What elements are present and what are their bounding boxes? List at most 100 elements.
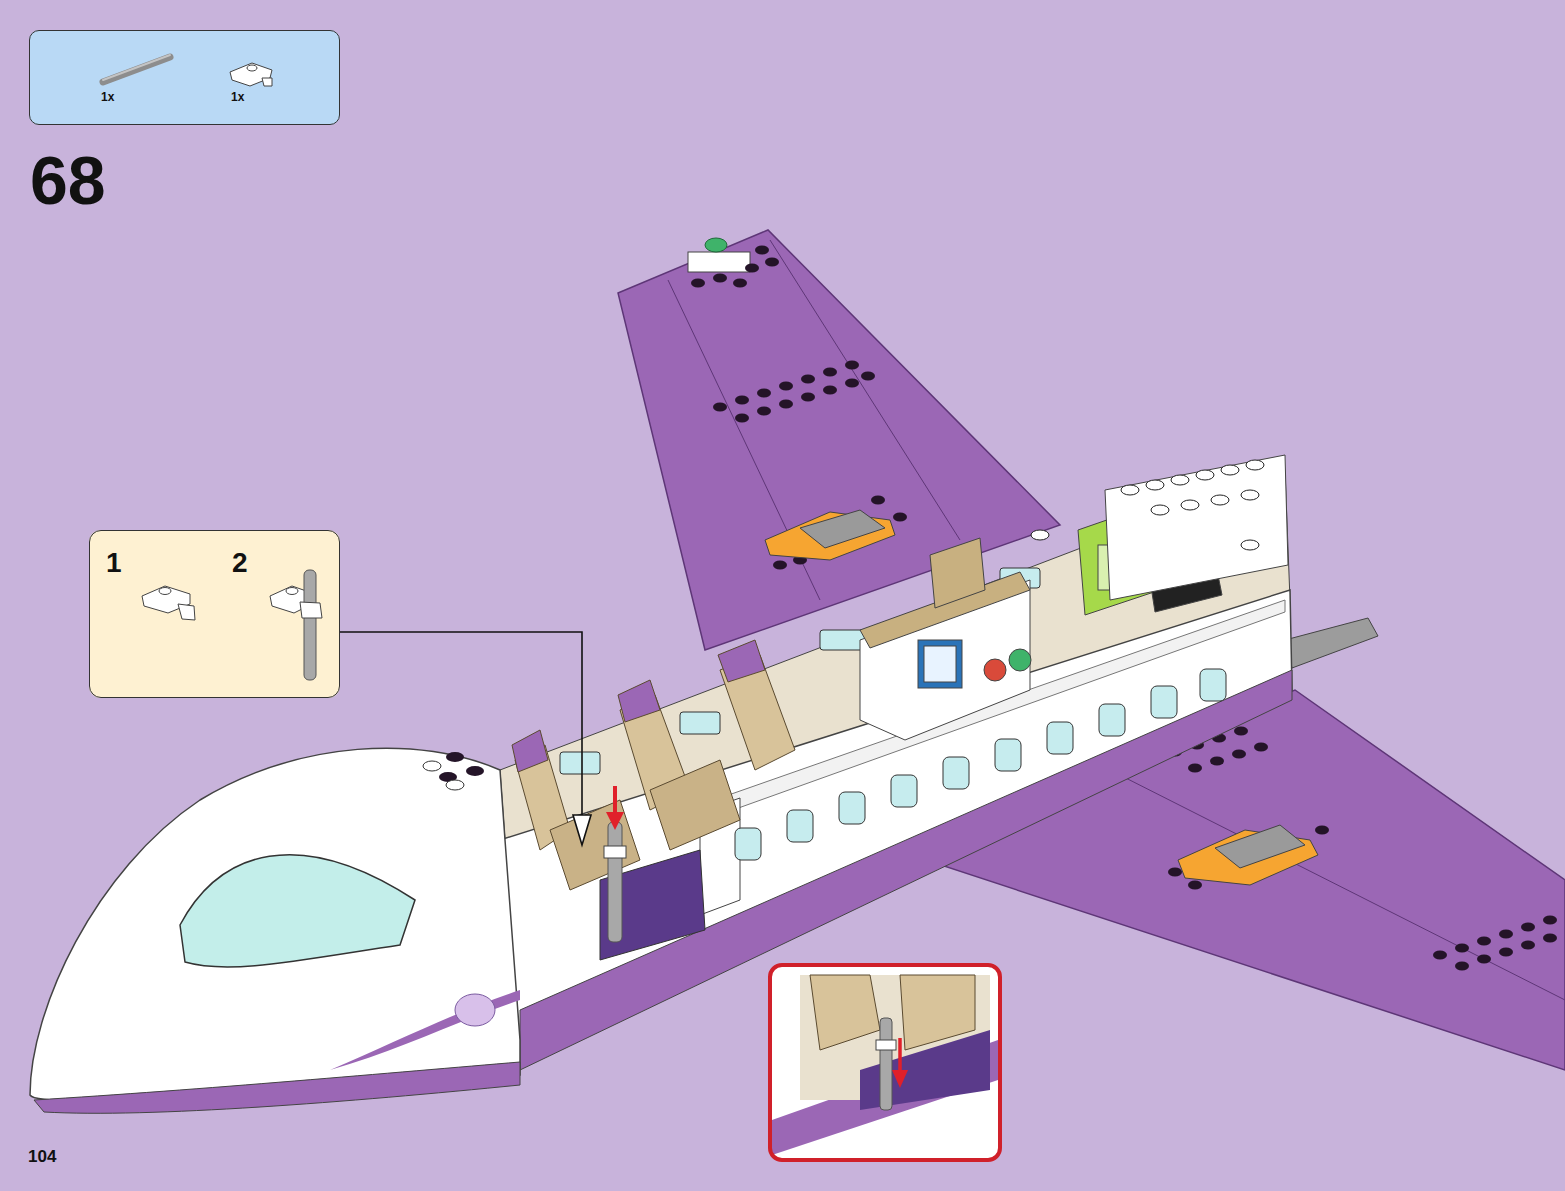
illustration-part	[1146, 480, 1164, 490]
illustration-part	[891, 775, 917, 807]
cabin-fittings	[860, 455, 1288, 740]
brick-studs	[1031, 460, 1264, 550]
illustration-part	[691, 279, 705, 288]
illustration-part	[1254, 743, 1268, 752]
illustration-part	[765, 258, 779, 267]
illustration-part	[943, 757, 969, 789]
illustration-part	[1188, 764, 1202, 773]
sub-assembly-icons	[142, 570, 322, 680]
illustration-part	[1499, 930, 1513, 939]
sub-step-number: 2	[232, 549, 248, 577]
illustration-part	[618, 680, 660, 722]
illustration-part	[1234, 727, 1248, 736]
illustration-part	[1168, 868, 1182, 877]
illustration-part	[1499, 948, 1513, 957]
illustration-part	[735, 414, 749, 423]
illustration-part	[1200, 669, 1226, 701]
illustration-part	[1477, 955, 1491, 964]
illustration-part	[880, 1018, 892, 1110]
illustration-part	[1100, 765, 1565, 1000]
illustration-part	[613, 786, 617, 815]
illustration-part	[757, 389, 771, 398]
illustration-part	[103, 55, 170, 80]
illustration-part	[1168, 718, 1557, 971]
illustration-part	[1151, 505, 1169, 515]
illustration-part	[773, 561, 787, 570]
illustration-part	[180, 855, 415, 967]
illustration-part	[839, 792, 865, 824]
illustration-part	[898, 1038, 902, 1072]
illustration-part	[770, 240, 960, 540]
illustration-part	[876, 1040, 896, 1050]
page-number: 104	[28, 1148, 56, 1165]
illustration-part	[1455, 962, 1469, 971]
illustration-part	[770, 965, 1000, 1160]
illustration-part	[892, 1070, 908, 1088]
leader-arrowhead	[573, 815, 591, 845]
illustration-part	[801, 375, 815, 384]
illustration-part	[1196, 470, 1214, 480]
illustration-part	[787, 810, 813, 842]
illustration-part	[1241, 540, 1259, 550]
illustration-part	[262, 78, 272, 86]
illustration-part	[713, 403, 727, 412]
illustration-part	[1009, 649, 1031, 671]
illustration-part	[801, 393, 815, 402]
illustration-part	[705, 238, 727, 252]
illustration-part	[680, 712, 720, 734]
illustration-part	[618, 230, 1060, 650]
illustration-part	[1099, 704, 1125, 736]
illustration-part	[550, 800, 640, 890]
illustration-part	[1455, 944, 1469, 953]
illustration-part	[159, 588, 171, 595]
illustration-part	[755, 246, 769, 255]
illustration-part	[1210, 757, 1224, 766]
illustration-part	[1521, 923, 1535, 932]
upper-wing	[618, 230, 1060, 650]
illustration-part	[918, 640, 962, 688]
illustration-part	[1241, 490, 1259, 500]
pole-assembly	[604, 786, 626, 942]
cabin-windows	[560, 568, 1226, 860]
illustration-part	[770, 965, 1000, 1160]
illustration-part	[688, 252, 750, 272]
leader-line	[340, 632, 582, 832]
illustration-part	[604, 846, 626, 858]
illustration-part	[608, 822, 622, 942]
illustration-part	[1232, 750, 1246, 759]
illustration-part	[300, 602, 322, 618]
step-number: 68	[30, 146, 106, 214]
illustration-part	[1215, 825, 1305, 868]
illustration-part	[1151, 686, 1177, 718]
illustration-part	[446, 780, 464, 790]
illustration-part	[984, 659, 1006, 681]
part-count: 1x	[101, 91, 114, 103]
illustration-part	[423, 761, 441, 771]
detail-inset	[770, 965, 1000, 1160]
illustration-part	[103, 57, 170, 82]
illustration-part	[30, 748, 520, 1101]
illustration-part	[1543, 916, 1557, 925]
illustration-part	[845, 379, 859, 388]
illustration-part	[924, 646, 956, 682]
illustration-part	[1031, 530, 1049, 540]
illustration-part	[650, 760, 740, 850]
illustration-part	[1433, 951, 1447, 960]
illustration-part	[800, 510, 885, 548]
illustration-part	[455, 994, 495, 1026]
illustration-part	[845, 361, 859, 370]
illustration-part	[691, 246, 907, 570]
illustration-part	[893, 513, 907, 522]
callout-box-fill	[89, 530, 340, 698]
illustration-part	[330, 990, 520, 1070]
illustration-part	[512, 730, 548, 772]
sub-step-number: 1	[106, 549, 122, 577]
illustration-part	[871, 496, 885, 505]
illustration-part	[560, 752, 600, 774]
illustration-part	[446, 752, 464, 762]
illustration-part	[1171, 475, 1189, 485]
illustration-part	[286, 588, 298, 595]
illustration-part	[1221, 465, 1239, 475]
illustration-part	[995, 739, 1021, 771]
